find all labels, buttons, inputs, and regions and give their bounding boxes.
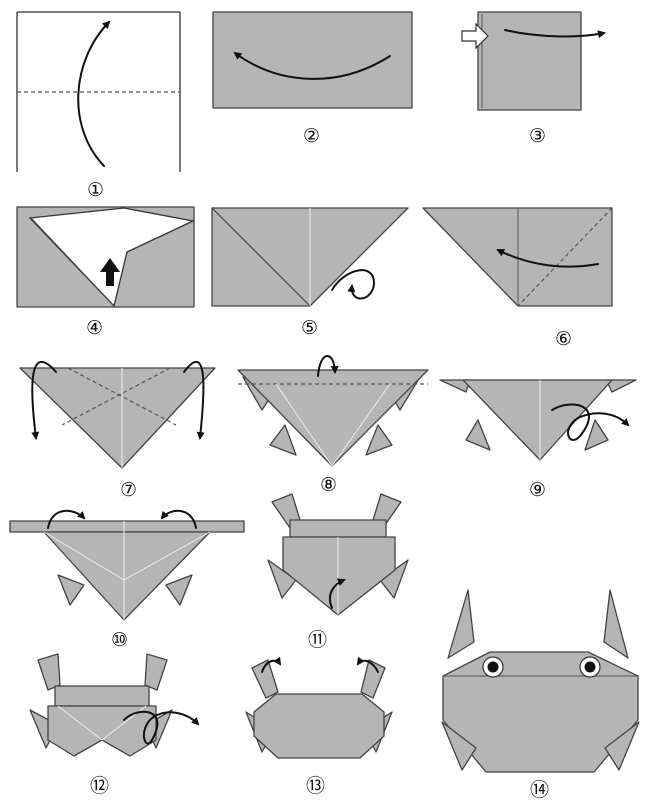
step-4-figure xyxy=(17,207,194,307)
step-label-9: ⑨ xyxy=(529,479,546,501)
right-eye xyxy=(580,657,600,677)
step-label-6: ⑥ xyxy=(555,328,572,350)
step-6-figure xyxy=(423,208,612,306)
step-7-figure xyxy=(20,362,215,468)
step-11-figure xyxy=(268,494,408,615)
step-label-1: ① xyxy=(87,179,104,201)
step-label-13: ⑬ xyxy=(306,775,325,797)
step-9-figure xyxy=(440,380,636,460)
step-3-figure xyxy=(462,12,604,110)
step-5-figure xyxy=(212,208,408,306)
step-label-4: ④ xyxy=(86,317,103,339)
step-1-figure xyxy=(17,12,180,174)
step-label-5: ⑤ xyxy=(301,317,318,339)
step-label-2: ② xyxy=(303,125,320,147)
step-8-figure xyxy=(238,356,428,466)
step-label-3: ③ xyxy=(529,125,546,147)
step-label-11: ⑪ xyxy=(308,629,327,651)
step-label-7: ⑦ xyxy=(120,479,137,501)
step-label-12: ⑫ xyxy=(90,775,109,797)
step-12-figure xyxy=(30,654,198,756)
step-2-figure xyxy=(213,12,412,108)
left-eye xyxy=(483,657,503,677)
step-13-figure xyxy=(246,660,392,758)
step-label-8: ⑧ xyxy=(320,474,337,496)
step-label-14: ⑭ xyxy=(530,779,549,801)
step-label-10: ⑩ xyxy=(111,629,128,651)
step-14-figure xyxy=(442,590,639,772)
step-10-figure xyxy=(10,511,244,620)
